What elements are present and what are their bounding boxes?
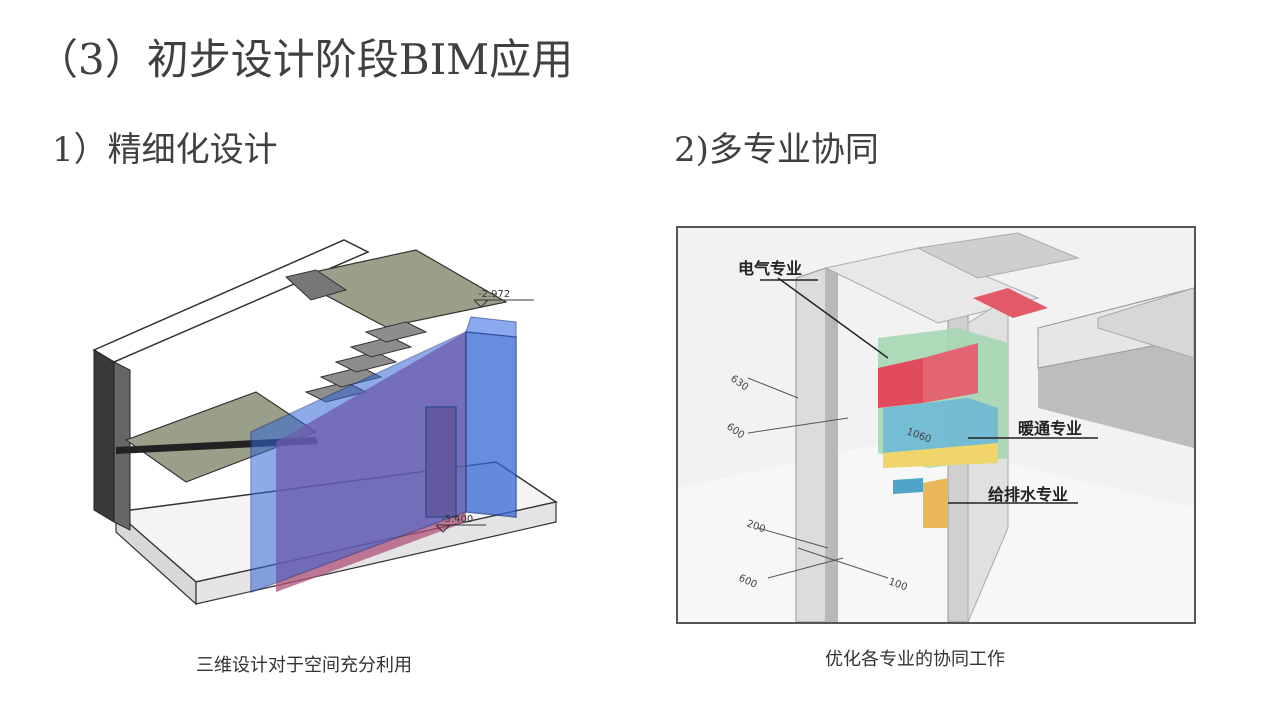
- heading-multi-discipline: 2)多专业协同: [674, 130, 879, 170]
- slide-title: （3）初步设计阶段BIM应用: [36, 35, 574, 84]
- caption-left: 三维设计对于空间充分利用: [196, 655, 412, 676]
- mep-coordination-illustration: 电气专业 暖通专业 给排水专业 630 600 1060 200 600 100: [676, 226, 1196, 624]
- dimension-630: 630: [728, 373, 750, 393]
- caption-right: 优化各专业的协同工作: [825, 649, 1005, 670]
- heading-refined-design: 1）精细化设计: [52, 130, 278, 170]
- dimension-600-upper: 600: [724, 421, 746, 441]
- level-label-bottom: -5.400: [441, 514, 473, 525]
- label-electrical: 电气专业: [738, 259, 802, 278]
- label-plumbing: 给排水专业: [988, 485, 1068, 504]
- staircase-3d-illustration: -2.972 -5.400: [86, 232, 568, 636]
- label-hvac: 暖通专业: [1018, 419, 1082, 438]
- level-label-top: -2.972: [478, 289, 510, 300]
